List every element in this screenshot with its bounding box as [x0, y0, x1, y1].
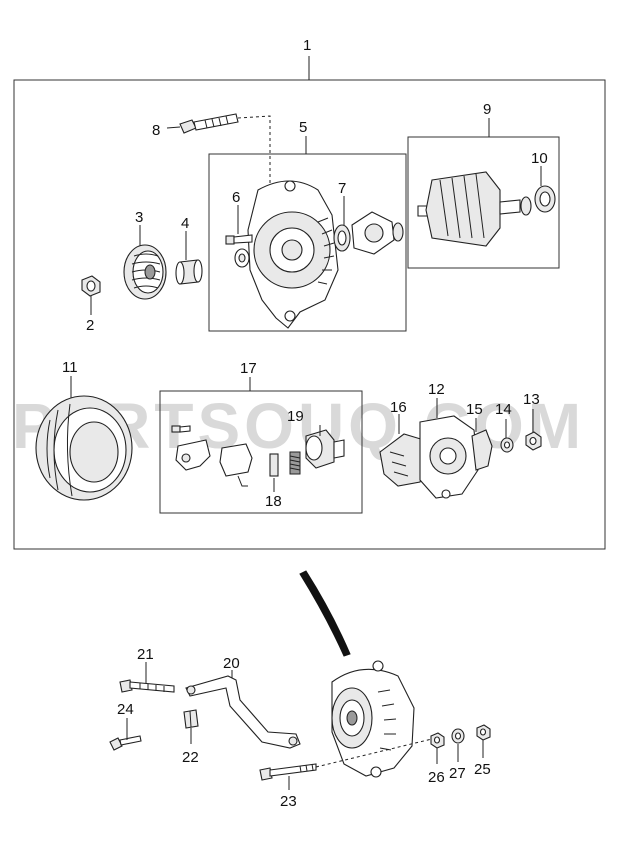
part-9-rotor[interactable]	[417, 171, 532, 247]
part-4-spacer[interactable]	[175, 259, 203, 285]
callout-20[interactable]: 20	[223, 655, 240, 672]
callout-11[interactable]: 11	[62, 359, 78, 376]
part-18-brush[interactable]	[269, 453, 279, 477]
brush-spring[interactable]	[289, 451, 301, 475]
part-10-bearing[interactable]	[534, 185, 556, 213]
part-21-bolt[interactable]	[119, 679, 175, 693]
subassembly-frame-17	[159, 390, 363, 514]
part-8-bolt[interactable]	[179, 113, 239, 134]
dash-23	[315, 737, 437, 768]
part-7-bearing-retainer[interactable]	[333, 211, 404, 255]
callout-8[interactable]: 8	[152, 122, 160, 139]
subassembly-frame-5	[208, 153, 407, 332]
callout-5[interactable]: 5	[299, 119, 307, 136]
callout-17[interactable]: 17	[240, 360, 257, 377]
callout-7[interactable]: 7	[338, 180, 346, 197]
leader-8	[166, 126, 181, 129]
callout-4[interactable]: 4	[181, 215, 189, 232]
part-24-bolt[interactable]	[109, 735, 142, 751]
callout-1[interactable]: 1	[303, 37, 311, 54]
part-11-stator[interactable]	[35, 395, 133, 501]
callout-12[interactable]: 12	[428, 381, 445, 398]
callout-9[interactable]: 9	[483, 101, 491, 118]
callout-23[interactable]: 23	[280, 793, 297, 810]
callout-2[interactable]: 2	[86, 317, 94, 334]
part-3-pulley[interactable]	[123, 244, 167, 300]
callout-19[interactable]: 19	[287, 408, 304, 425]
assembled-alternator[interactable]	[331, 660, 415, 778]
part-12-rear-housing[interactable]	[419, 415, 479, 499]
callout-25[interactable]: 25	[474, 761, 491, 778]
callout-16[interactable]: 16	[390, 399, 407, 416]
washer-hole	[238, 253, 246, 263]
part-13-nut[interactable]	[525, 431, 542, 451]
callout-10[interactable]: 10	[531, 150, 548, 167]
callout-13[interactable]: 13	[523, 391, 540, 408]
part-27-washer[interactable]	[451, 728, 465, 744]
callout-3[interactable]: 3	[135, 209, 143, 226]
part-5-front-housing[interactable]	[247, 180, 339, 329]
callout-24[interactable]: 24	[117, 701, 134, 718]
callout-21[interactable]: 21	[137, 646, 154, 663]
callout-27[interactable]: 27	[449, 765, 466, 782]
part-15-regulator[interactable]	[471, 429, 493, 471]
part-26-nut[interactable]	[430, 732, 445, 749]
part-22-clip[interactable]	[183, 709, 199, 729]
assembly-arrow	[299, 570, 351, 657]
part-2-nut[interactable]	[81, 275, 101, 297]
callout-22[interactable]: 22	[182, 749, 199, 766]
callout-18[interactable]: 18	[265, 493, 282, 510]
dash-8	[237, 115, 271, 190]
part-17-brush-holder[interactable]	[171, 425, 253, 487]
part-25-nut[interactable]	[476, 724, 491, 741]
callout-15[interactable]: 15	[466, 401, 483, 418]
part-23-long-bolt[interactable]	[259, 763, 317, 781]
part-20-bracket[interactable]	[185, 675, 301, 749]
callout-6[interactable]: 6	[232, 189, 240, 206]
callout-14[interactable]: 14	[495, 401, 512, 418]
part-19-cap[interactable]	[305, 429, 345, 469]
callout-26[interactable]: 26	[428, 769, 445, 786]
part-14-nut[interactable]	[500, 437, 514, 453]
subassembly-frame-9	[407, 136, 560, 269]
part-6-screw[interactable]	[225, 234, 253, 245]
